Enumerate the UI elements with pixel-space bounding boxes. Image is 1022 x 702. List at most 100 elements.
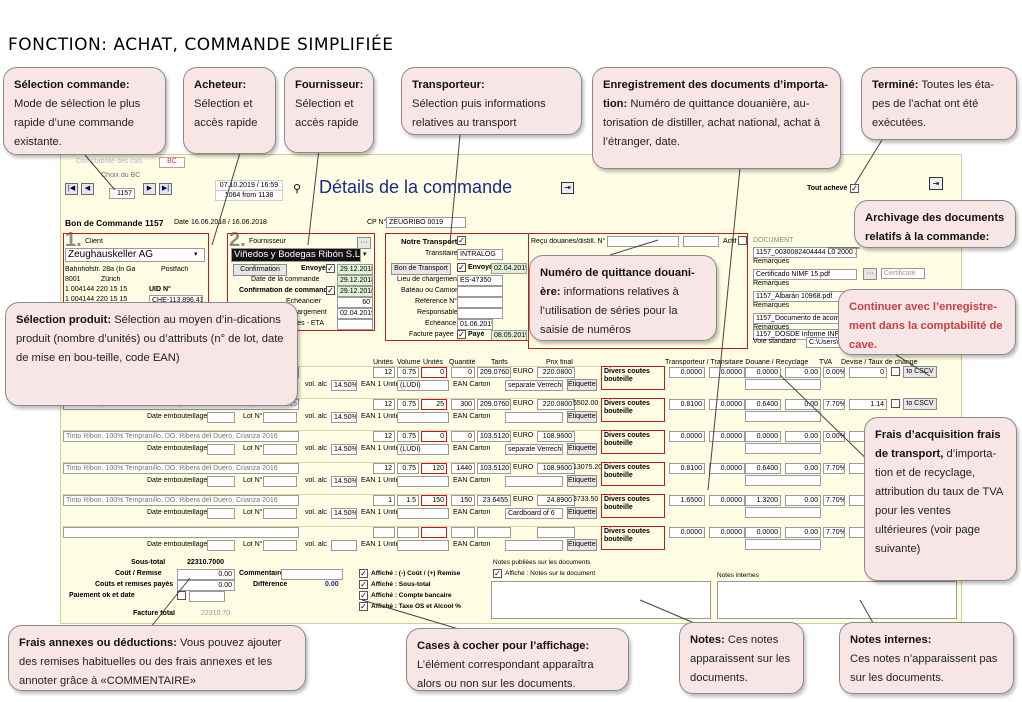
ean-carton-field[interactable]: separate Verrechn — [505, 444, 563, 455]
devise-field[interactable]: 0 — [849, 367, 887, 378]
cost-field[interactable]: 0.8100 — [669, 463, 705, 474]
notes-internes-textarea[interactable] — [717, 581, 957, 619]
recu-field-1[interactable] — [607, 236, 679, 247]
show-notes-checkbox[interactable]: ✓ — [493, 569, 502, 578]
couts-payes-field[interactable]: 0.00 — [177, 580, 235, 591]
lot-field[interactable] — [263, 540, 297, 551]
tarif-field[interactable]: 23.6455 — [477, 495, 511, 506]
cost-field[interactable]: 0.6400 — [745, 463, 781, 474]
first-record-button[interactable]: |◀ — [65, 183, 78, 195]
prix-final-field[interactable]: 220.0800 — [537, 399, 575, 410]
cost-field[interactable]: 0.00 — [785, 367, 821, 378]
date-embouteillage-field[interactable] — [207, 412, 235, 423]
commentaire-select[interactable] — [281, 569, 343, 580]
cost-field[interactable]: 0.00 — [785, 463, 821, 474]
confirmation-button[interactable]: Confirmation — [233, 264, 287, 276]
document-item[interactable]: Certificado NIMF 15.pdf — [753, 269, 857, 280]
units-field[interactable]: 1 — [373, 495, 395, 506]
lieu-field[interactable]: ES-47350 — [457, 275, 503, 286]
cost-select[interactable] — [745, 411, 821, 422]
cscv-checkbox[interactable] — [891, 367, 900, 376]
quantity-units-field[interactable] — [421, 527, 447, 538]
cost-field[interactable]: 0.0000 — [745, 367, 781, 378]
show-soustotal-checkbox[interactable]: ✓ — [359, 580, 368, 589]
prix-final-field[interactable] — [537, 527, 575, 538]
paye-date[interactable]: 08.05.2019 — [491, 330, 527, 341]
lot-field[interactable] — [263, 412, 297, 423]
ean-unit-field[interactable] — [397, 476, 449, 487]
responsable-field[interactable] — [457, 308, 503, 319]
vol-alc-field[interactable]: 14.50% — [331, 412, 357, 423]
cost-field[interactable]: 1.3200 — [745, 495, 781, 506]
date-embouteillage-field[interactable] — [207, 508, 235, 519]
cost-select[interactable] — [745, 379, 821, 390]
ean-unit-field[interactable]: (LÜDI) — [397, 380, 449, 391]
cost-field[interactable]: 1.6500 — [669, 495, 705, 506]
cost-select[interactable] — [745, 507, 821, 518]
cost-field[interactable]: 0.0000 — [745, 527, 781, 538]
supplier-select[interactable]: Viñedos y Bodegas Ribón S.L — [231, 248, 361, 262]
cost-field[interactable]: 0.0000 — [709, 367, 745, 378]
lot-field[interactable] — [263, 444, 297, 455]
cost-field[interactable]: 0.00 — [785, 399, 821, 410]
show-taxe-checkbox[interactable]: ✓ — [359, 602, 368, 611]
cost-field[interactable]: 0.00 — [785, 527, 821, 538]
to-cscv-button[interactable]: to CSCV — [903, 398, 937, 410]
exit-icon[interactable]: ⇥ — [929, 177, 943, 190]
tva-field[interactable]: 0.00% — [823, 367, 845, 378]
transport-checkbox[interactable]: ✓ — [457, 236, 466, 245]
certificate-select[interactable]: Certificate — [881, 268, 925, 279]
supplier-more-button[interactable]: ··· — [357, 237, 371, 249]
units-field[interactable]: 12 — [373, 367, 395, 378]
loading-date-field[interactable]: 02.04.2019 — [337, 308, 373, 319]
tab-bc[interactable]: BC — [159, 157, 185, 168]
cost-field[interactable]: 0.00 — [785, 431, 821, 442]
units-field[interactable]: 12 — [373, 431, 395, 442]
units-field[interactable]: 12 — [373, 463, 395, 474]
volume-field[interactable] — [397, 527, 419, 538]
volume-field[interactable]: 0.75 — [397, 431, 419, 442]
product-select[interactable] — [63, 527, 299, 538]
prix-final-field[interactable]: 108.9600 — [537, 431, 575, 442]
quantity-field[interactable] — [451, 527, 475, 538]
cost-field[interactable]: 0.6400 — [745, 399, 781, 410]
cost-field[interactable]: 0.0000 — [669, 527, 705, 538]
cost-field[interactable]: 0.0000 — [709, 527, 745, 538]
notes-textarea[interactable] — [491, 581, 711, 619]
cost-field[interactable]: 0.0000 — [745, 431, 781, 442]
vol-alc-field[interactable]: 14.50% — [331, 508, 357, 519]
facture-payee-checkbox[interactable]: ✓ — [457, 330, 466, 339]
ean-unit-field[interactable] — [397, 540, 449, 551]
ean-unit-field[interactable] — [397, 508, 449, 519]
show-compte-checkbox[interactable]: ✓ — [359, 591, 368, 600]
chevron-down-icon[interactable]: ▾ — [194, 251, 198, 258]
quantity-units-field[interactable]: 0 — [421, 431, 447, 442]
prev-record-button[interactable]: ◀ — [81, 183, 94, 195]
tarif-field[interactable]: 103.5120 — [477, 463, 511, 474]
tarif-field[interactable]: 209.0760 — [477, 399, 511, 410]
cost-field[interactable]: 0.8100 — [669, 399, 705, 410]
tarif-field[interactable] — [477, 527, 511, 538]
echeancier-field[interactable]: 60 — [337, 297, 373, 308]
cost-field[interactable]: 0.0000 — [669, 367, 705, 378]
ean-carton-field[interactable] — [505, 540, 563, 551]
quantity-units-field[interactable]: 25 — [421, 399, 447, 410]
vol-alc-field[interactable] — [331, 540, 357, 551]
product-select[interactable]: Tinto Ribon, 100% Tempranillo, DO. Riber… — [63, 431, 299, 442]
ean-carton-field[interactable] — [505, 476, 563, 487]
ean-carton-field[interactable]: Cardboard of 6 — [505, 508, 563, 519]
vol-alc-field[interactable]: 14.50% — [331, 380, 357, 391]
etiquettes-button[interactable]: Etiquettes — [567, 475, 597, 487]
order-date-field[interactable]: 29.12.2018 — [337, 275, 373, 286]
export-icon[interactable]: ⇥ — [561, 182, 574, 194]
prix-final-field[interactable]: 108.9600 — [537, 463, 575, 474]
tva-field[interactable]: 7.70% — [823, 527, 845, 538]
cp-field[interactable]: ZEUGRIBO 0019 — [386, 217, 466, 228]
tva-field[interactable]: 7.70% — [823, 399, 845, 410]
cost-field[interactable]: 0.0000 — [709, 463, 745, 474]
bateau-field[interactable] — [457, 286, 503, 297]
tout-acheve-checkbox[interactable]: ✓ — [850, 184, 859, 193]
transport-sent-checkbox[interactable]: ✓ — [457, 263, 466, 272]
ean-carton-field[interactable]: separate Verrechn — [505, 380, 563, 391]
to-cscv-button[interactable]: to CSCV — [903, 366, 937, 378]
